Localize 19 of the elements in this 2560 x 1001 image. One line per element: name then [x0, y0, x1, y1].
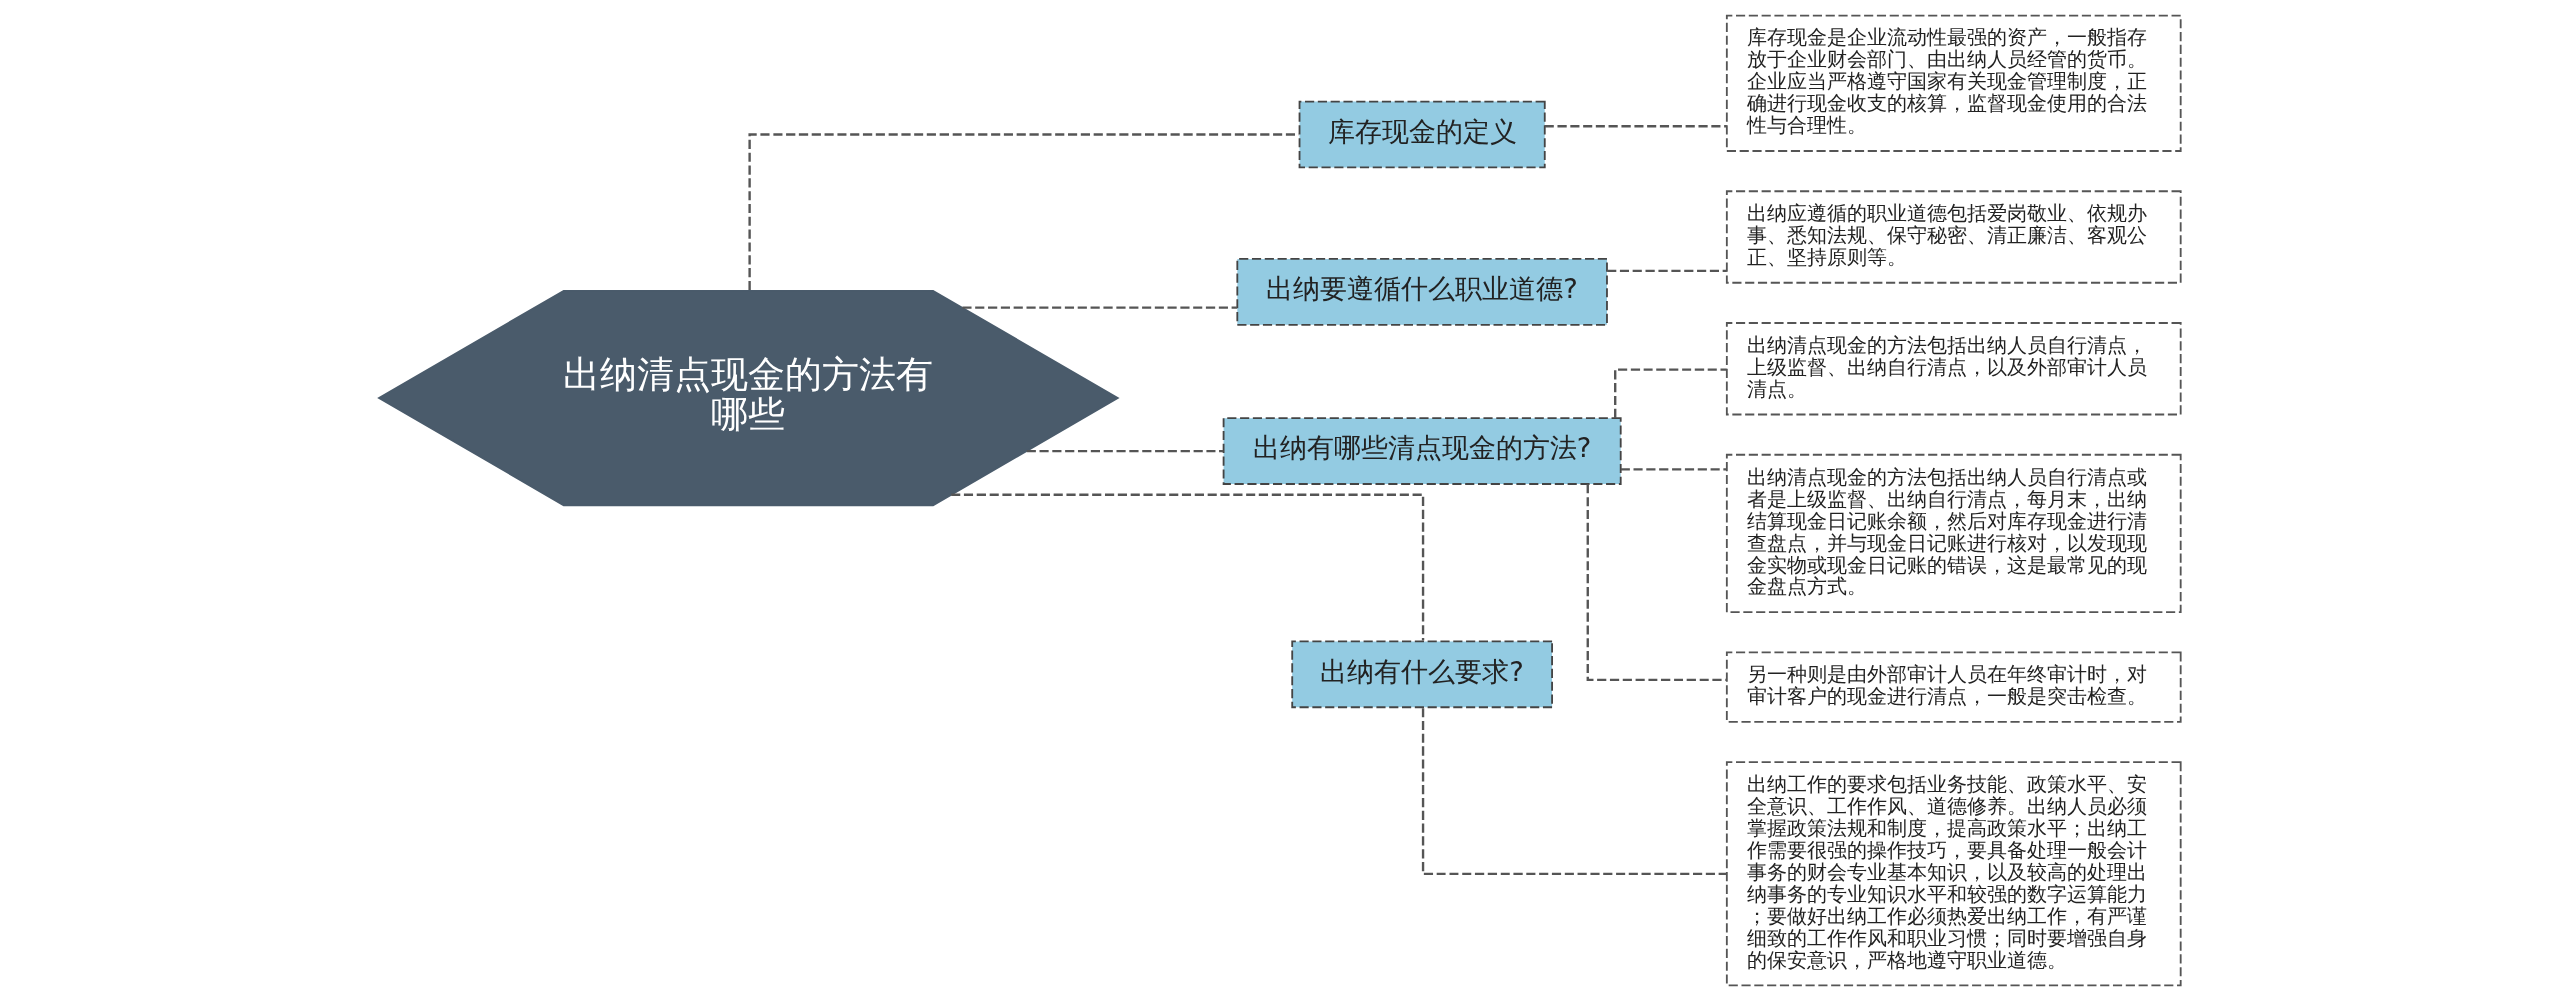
connector: [1620, 468, 1727, 471]
node-box: 出纳要遵循什么职业道德?: [1236, 258, 1608, 326]
connector: [1586, 484, 1727, 682]
connector: [1544, 125, 1727, 128]
connector: [1421, 708, 1727, 875]
node-box: 库存现金是企业流动性最强的资产，一般指存放于企业财会部门、由出纳人员经管的货币。企业应当严格遵守国家有关现金管理制度，正确进行现金收支的核算，监督现金使用的合法性与合理性。: [1725, 14, 2182, 152]
connector: [951, 493, 1425, 641]
node-box: 出纳应遵循的职业道德包括爱岗敬业、依规办事、悉知法规、保守秘密、清正廉洁、客观公正、坚持原则等。: [1725, 190, 2182, 284]
node-box: 出纳有哪些清点现金的方法?: [1222, 417, 1622, 485]
connector: [1614, 368, 1727, 418]
node-box: 出纳清点现金的方法包括出纳人员自行清点，上级监督、出纳自行清点，以及外部审计人员清点。: [1725, 322, 2182, 416]
node-box: 另一种则是由外部审计人员在年终审计时，对审计客户的现金进行清点，一般是突击检查。: [1725, 651, 2182, 723]
connector: [962, 306, 1237, 309]
node-box: 出纳有什么要求?: [1291, 640, 1553, 709]
node-box: 库存现金的定义: [1298, 100, 1546, 169]
node-box: 出纳工作的要求包括业务技能、政策水平、安全意识、工作作风、道德修养。出纳人员必须掌握政策法规和制度，提高政策水平；出纳工作需要很强的操作技巧，要具备处理一般会计事务的财会专业基本知识，以及较高的处理出纳事务的专业知识水平和较强的数字运算能力；要做好出纳工作必须热爱出纳工作，有严谨细致的工作作风和职业习惯；同时要增强自身的保安意识，严格地遵守职业道德。: [1725, 761, 2182, 987]
connector: [1607, 269, 1727, 273]
node-box: 出纳清点现金的方法包括出纳人员自行清点或者是上级监督、出纳自行清点，每月末，出纳结算现金日记账余额，然后对库存现金进行清查盘点，并与现金日记账进行核对，以发现现金实物或现金日记账的错误，这是最常见的现金盘点方式。: [1725, 453, 2182, 614]
connector: [1026, 449, 1224, 453]
